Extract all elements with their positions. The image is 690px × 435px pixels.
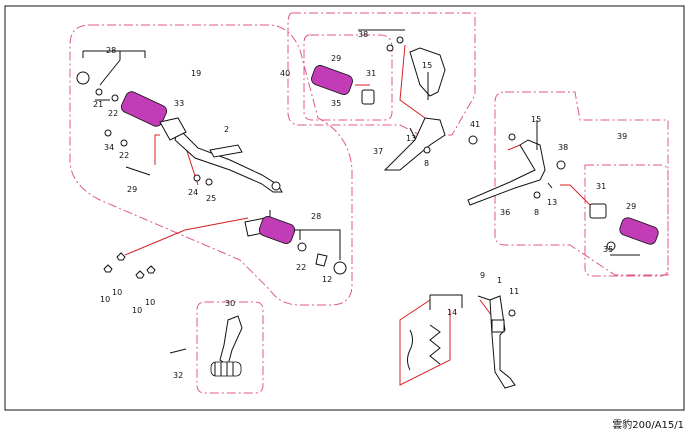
cap-part: [333, 261, 347, 275]
label-22: 22: [119, 151, 129, 160]
label-14: 14: [447, 308, 457, 317]
label-21: 21: [93, 100, 103, 109]
label-15: 15: [422, 61, 432, 70]
foot-peg-rubber-left: [120, 91, 168, 127]
rear-pedal-assembly-40: [311, 36, 478, 171]
label-28: 28: [106, 46, 116, 55]
label-12: 12: [322, 275, 332, 284]
label-10: 10: [112, 288, 122, 297]
group-outline-39-inner: [584, 164, 669, 277]
leader-lines: [82, 29, 640, 310]
label-38: 38: [558, 143, 568, 152]
diagram-border: [4, 5, 685, 411]
bolt-set-10: [103, 252, 156, 279]
label-33: 33: [174, 99, 184, 108]
label-30: 30: [225, 299, 235, 308]
washer-part: [95, 88, 103, 96]
label-22: 22: [108, 109, 118, 118]
diagram-reference-code: 雲豹200/A15/1: [612, 420, 684, 431]
label-2: 2: [224, 125, 229, 134]
label-40: 40: [280, 69, 290, 78]
label-39: 39: [617, 132, 627, 141]
group-outline-39: [494, 91, 669, 276]
label-29: 29: [331, 54, 341, 63]
label-38: 38: [358, 30, 368, 39]
label-28: 28: [311, 212, 321, 221]
label-36: 36: [500, 208, 510, 217]
label-25: 25: [206, 194, 216, 203]
label-1: 1: [497, 276, 502, 285]
nut-part: [104, 129, 112, 137]
washer-part: [193, 174, 201, 182]
label-10: 10: [100, 295, 110, 304]
label-31: 31: [596, 182, 606, 191]
label-10: 10: [132, 306, 142, 315]
part-number-labels: 28 19 21 22 33 2 34 22 29 24 25 28 22 12…: [93, 30, 636, 380]
group-outline-40: [287, 12, 476, 136]
label-35: 35: [331, 99, 341, 108]
label-29: 29: [626, 202, 636, 211]
washer-part: [120, 139, 128, 147]
bolt-part: [125, 166, 151, 176]
label-15: 15: [531, 115, 541, 124]
label-29: 29: [127, 185, 137, 194]
red-connection-lines: [124, 44, 591, 386]
bracket-part-33: [159, 117, 187, 141]
label-8: 8: [424, 159, 429, 168]
washer-part: [111, 94, 119, 102]
kick-starter-arm: [169, 315, 243, 377]
label-24: 24: [188, 188, 198, 197]
group-outline-40-inner: [303, 34, 393, 121]
foot-peg-rubber-center: [244, 216, 296, 244]
side-stand-assembly: [407, 295, 516, 389]
label-10: 10: [145, 298, 155, 307]
label-31: 31: [366, 69, 376, 78]
label-13: 13: [406, 134, 416, 143]
label-13: 13: [547, 198, 557, 207]
group-outline-30: [196, 301, 264, 394]
washer-part: [297, 242, 307, 252]
label-8: 8: [534, 208, 539, 217]
label-32: 32: [173, 371, 183, 380]
nut-part: [205, 178, 213, 186]
right-pedal-assembly-39: [467, 120, 659, 251]
label-22: 22: [296, 263, 306, 272]
cap-part: [76, 71, 90, 85]
label-41: 41: [470, 120, 480, 129]
label-34: 34: [104, 143, 114, 152]
group-outline-19: [69, 24, 353, 306]
label-11: 11: [509, 287, 519, 296]
pin-part-12: [315, 253, 328, 267]
label-37: 37: [373, 147, 383, 156]
label-19: 19: [191, 69, 201, 78]
label-9: 9: [480, 271, 485, 280]
gear-shift-lever: [174, 127, 283, 193]
label-35: 35: [603, 245, 613, 254]
